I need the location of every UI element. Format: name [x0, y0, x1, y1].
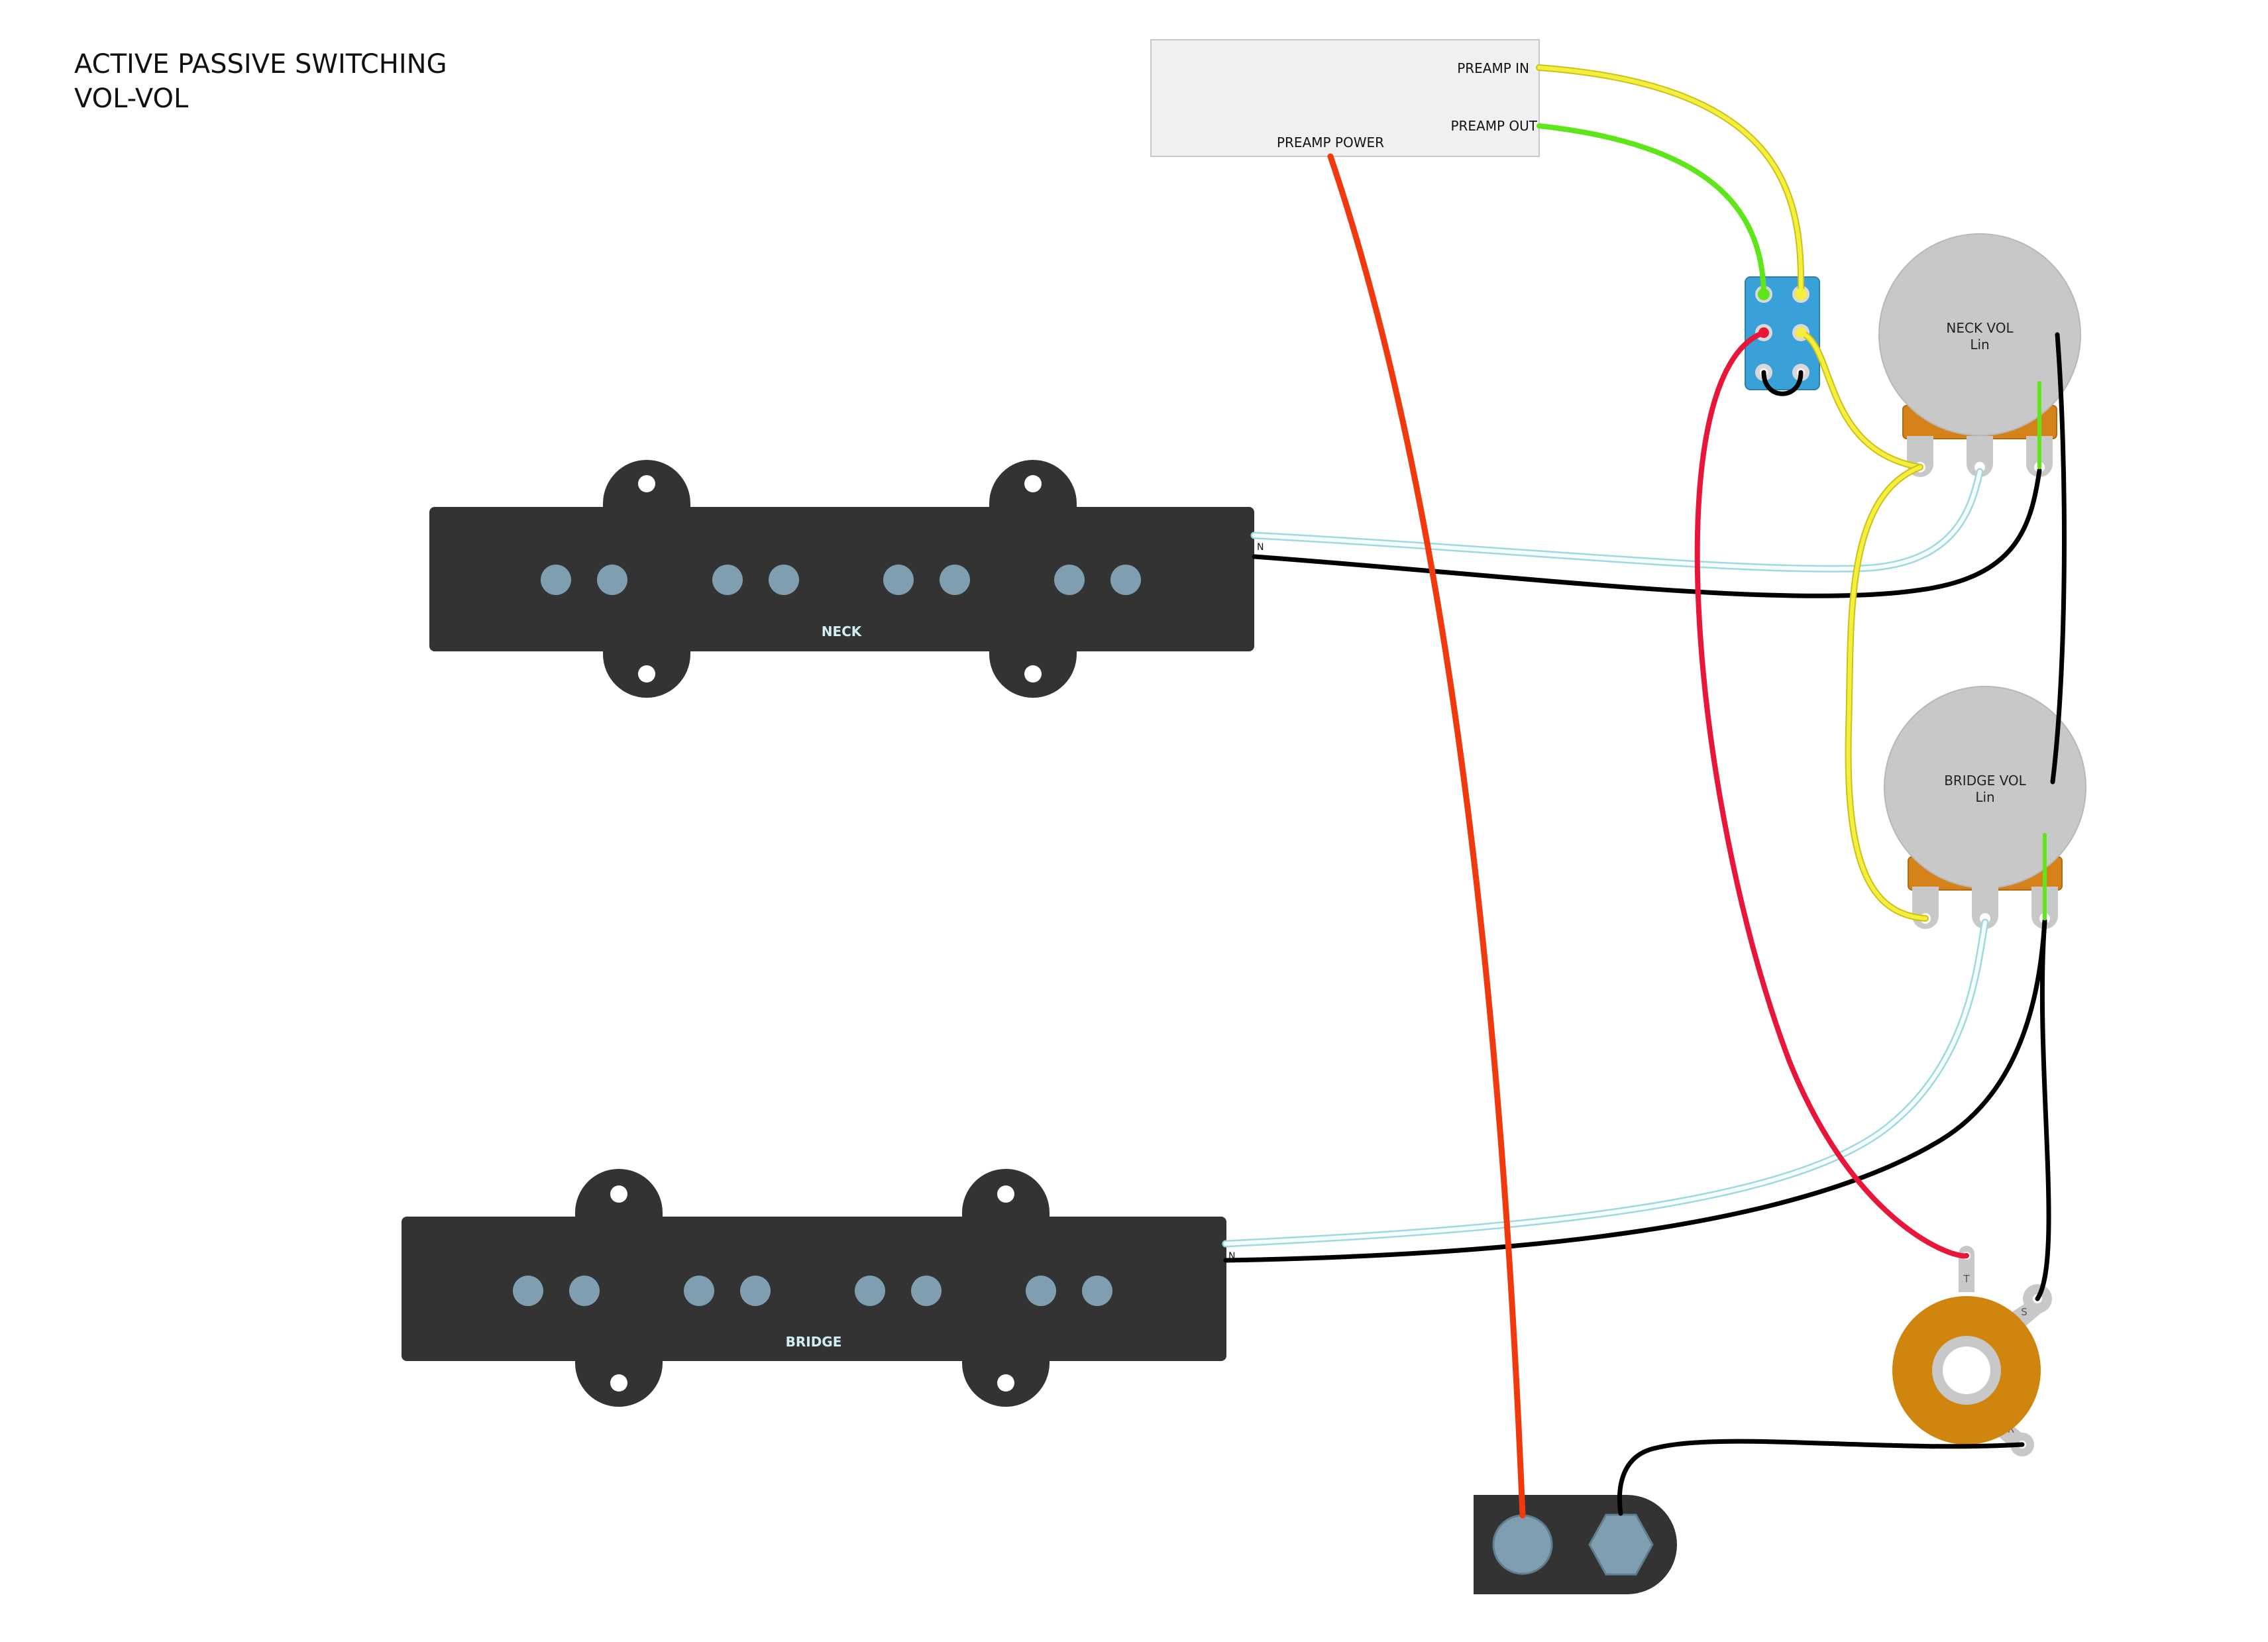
bridge-lead-label: N [1228, 1251, 1235, 1262]
pole-piece [769, 565, 799, 595]
wire-pot-to-jack-sleeve [2035, 918, 2051, 1301]
mount-hole [610, 1374, 627, 1392]
pole-piece [1026, 1276, 1056, 1306]
mount-hole [638, 475, 655, 492]
battery-terminal-round [1492, 1514, 1553, 1575]
jack-socket-hole [1943, 1346, 1990, 1394]
pole-piece [569, 1276, 600, 1306]
neck-pickup-label: NECK [822, 624, 863, 639]
preamp-power-label: PREAMP POWER [1277, 135, 1384, 150]
wire-preamp-out [1537, 123, 1766, 297]
bridge-pot-name: BRIDGE VOL [1944, 773, 2026, 789]
bridge-pot-lug-2 [1972, 887, 1998, 929]
mount-hole [638, 665, 655, 683]
pole-piece [597, 565, 627, 595]
pole-piece [513, 1276, 543, 1306]
bridge-pickup: BRIDGE [402, 1169, 1226, 1407]
battery-terminal-hex [1588, 1513, 1654, 1576]
bridge-pickup-label: BRIDGE [786, 1334, 842, 1350]
wire-switch-to-neck-pot [1799, 331, 1922, 469]
pole-piece [855, 1276, 885, 1306]
wire-switch-jumper [1761, 370, 1804, 396]
jack-sleeve-label: S [2021, 1306, 2027, 1318]
wire-neck-pot-to-bridge-pot [1846, 465, 1927, 920]
wire-terminals [1758, 288, 1807, 338]
neck-pickup-body [429, 507, 1254, 651]
pole-piece [740, 1276, 771, 1306]
mount-hole [997, 1374, 1014, 1392]
wire-bridge-white [1224, 920, 1987, 1246]
pole-piece [1054, 565, 1085, 595]
neck-pot-body [1878, 233, 2081, 436]
pole-piece [940, 565, 970, 595]
output-jack: T S R [1892, 1246, 2052, 1456]
mount-hole [997, 1185, 1014, 1203]
title-line-1: ACTIVE PASSIVE SWITCHING [74, 49, 447, 80]
pole-piece [1082, 1276, 1112, 1306]
wires [1222, 64, 2067, 1519]
wire-preamp-power [1327, 153, 1526, 1519]
bridge-pot-taper: Lin [1975, 789, 1994, 805]
neck-pickup: NECK [429, 460, 1254, 698]
neck-pot-name: NECK VOL [1946, 320, 2014, 336]
neck-lead-label: N [1257, 542, 1264, 553]
pole-piece [911, 1276, 942, 1306]
neck-vol-pot: NECK VOL Lin [1878, 233, 2081, 477]
battery-box [1474, 1495, 1677, 1594]
pole-piece [712, 565, 743, 595]
mount-hole [1024, 665, 1042, 683]
wire-neck-white [1252, 470, 1982, 571]
wire-neck-black [1252, 468, 2042, 598]
pole-piece [684, 1276, 714, 1306]
bridge-vol-pot: BRIDGE VOL Lin [1884, 686, 2086, 929]
preamp-out-label: PREAMP OUT [1450, 118, 1537, 134]
pole-piece [883, 565, 914, 595]
jack-tip-label: T [1963, 1273, 1970, 1285]
neck-pot-taper: Lin [1970, 337, 1989, 353]
pole-piece [541, 565, 571, 595]
mount-hole [610, 1185, 627, 1203]
wire-jack-ring-to-battery [1617, 1439, 2025, 1516]
preamp-box: PREAMP IN PREAMP OUT PREAMP POWER [1150, 39, 1540, 157]
wire-switch-to-jack-tip [1694, 330, 1969, 1259]
neck-pot-lug-2 [1967, 436, 1993, 477]
preamp-in-label: PREAMP IN [1457, 60, 1529, 76]
wire-preamp-in [1537, 66, 1804, 296]
mount-hole [1024, 475, 1042, 492]
switch-body [1745, 276, 1820, 390]
wire-pot-ground [2050, 332, 2067, 785]
title-line-2: VOL-VOL [74, 83, 189, 114]
bridge-pickup-body [402, 1217, 1226, 1361]
pole-piece [1110, 565, 1141, 595]
